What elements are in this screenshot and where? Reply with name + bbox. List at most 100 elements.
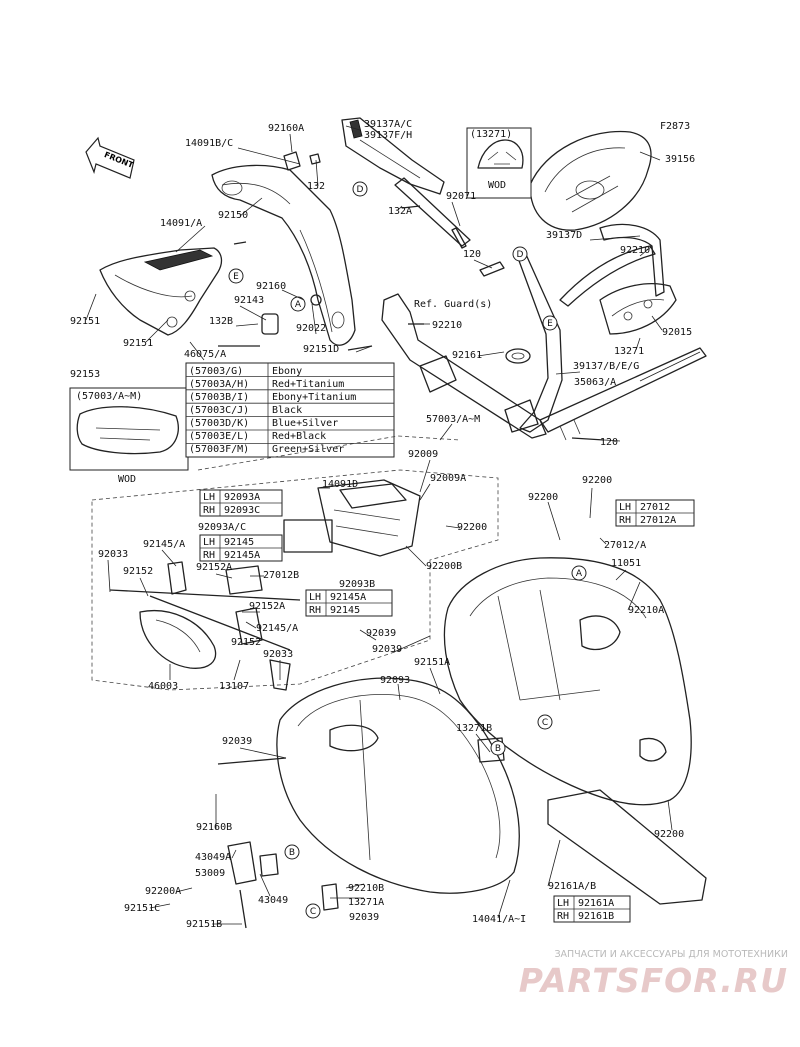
leader-line	[477, 351, 505, 357]
upper-bolts-drawing	[218, 151, 605, 441]
lr-part-number: 92145	[330, 605, 360, 616]
part-label-92033b: 92033	[263, 649, 293, 660]
leader-line	[345, 125, 361, 131]
part-label-92151a: 92151	[70, 316, 100, 327]
leader-line	[439, 423, 453, 441]
ref-guard-note: Ref. Guard(s)	[414, 299, 492, 310]
leader-line	[145, 319, 169, 343]
leader-line	[627, 581, 641, 611]
lr-part-number: 27012	[640, 502, 670, 513]
fender-bracket-drawing	[211, 164, 356, 346]
leader-line	[547, 501, 561, 541]
part-label-92015: 92015	[662, 327, 692, 338]
backrest-pad-drawing	[529, 130, 652, 231]
sissy-bar-frame-drawing	[517, 223, 677, 433]
callout-circle-e: E	[542, 315, 558, 331]
leader-line	[405, 545, 427, 567]
leader-line	[599, 537, 607, 545]
leader-line	[397, 205, 403, 211]
part-label-92150: 92150	[218, 210, 248, 221]
color-table-code: (57003C/J)	[189, 405, 249, 416]
left-bracket-drawing	[99, 247, 223, 336]
part-label-92151d: 92151D	[303, 344, 339, 355]
part-label-92200b: 92200	[457, 522, 487, 533]
color-table-code: (57003A/H)	[189, 379, 249, 390]
part-label-92039b: 92039	[372, 644, 402, 655]
lr-side: RH	[557, 911, 569, 922]
callout-circle-d: D	[352, 181, 368, 197]
callout-circle-b: B	[490, 740, 506, 756]
callout-circle-c: C	[537, 714, 553, 730]
part-label-92093ac: 92093A/C	[198, 522, 246, 533]
part-label-14091a: 14091/A	[160, 218, 202, 229]
callout-letter: C	[542, 718, 548, 728]
part-label-92151b: 92151B	[186, 919, 222, 930]
latch-plate-drawing	[283, 479, 421, 557]
leader-line	[239, 747, 287, 759]
part-label-92009: 92009	[408, 449, 438, 460]
part-label-11051: 11051	[611, 558, 641, 569]
part-label-92152ab: 92152A	[249, 601, 285, 612]
color-table-code: (57003B/I)	[189, 392, 249, 403]
leader-line	[215, 573, 233, 579]
leader-line	[315, 159, 319, 187]
part-label-35063a: 35063/A	[574, 377, 616, 388]
leader-line	[231, 849, 237, 859]
lr-side: RH	[619, 515, 631, 526]
part-label-92143: 92143	[234, 295, 264, 306]
lr-part-number: 92093C	[224, 505, 260, 516]
part-label-92210a: 92210	[620, 245, 650, 256]
callout-circle-c: C	[305, 903, 321, 919]
leader-line	[639, 351, 701, 382]
part-label-92160b: 92160B	[196, 822, 232, 833]
leader-line	[345, 883, 365, 889]
leader-line	[475, 733, 491, 753]
leader-line	[419, 483, 431, 501]
lr-part-number: 92093A	[224, 492, 260, 503]
leader-line	[355, 345, 373, 353]
leader-line	[639, 245, 653, 257]
part-label-132b: 132B	[209, 316, 233, 327]
lr-side: RH	[203, 505, 215, 516]
color-table-color: Ebony	[272, 366, 302, 377]
part-label-120b: 120	[600, 437, 618, 448]
part-label-92071: 92071	[446, 191, 476, 202]
part-label-92161ab: 92161A/B	[548, 881, 596, 892]
leader-line	[667, 799, 673, 831]
part-label-13271b: 13271B	[456, 723, 492, 734]
callout-letter: D	[357, 185, 364, 195]
part-label-92160: 92160	[256, 281, 286, 292]
callout-letter: B	[495, 744, 501, 754]
part-label-57003am: 57003/A~M	[426, 414, 480, 425]
part-label-92039c: 92039	[222, 736, 252, 747]
part-label-13107: 13107	[219, 681, 249, 692]
leader-line	[235, 323, 259, 327]
leader-line	[85, 293, 97, 321]
leader-line	[189, 341, 205, 361]
leader-line	[161, 549, 177, 567]
part-label-13271: 13271	[614, 346, 644, 357]
saddlebag-body-drawing	[443, 557, 692, 806]
front-arrow-icon: FRONT	[85, 136, 135, 179]
part-label-92152b: 92152	[231, 637, 261, 648]
leader-line	[451, 201, 461, 227]
color-table-code: (57003/G)	[189, 366, 243, 377]
callout-letter: A	[576, 569, 583, 579]
leader-line	[555, 371, 581, 375]
leader-line	[603, 439, 621, 442]
subassembly-boundary	[91, 469, 499, 691]
part-label-92161: 92161	[452, 350, 482, 361]
color-table-code: (57003E/L)	[189, 431, 249, 442]
color-table: (57003/G)Ebony(57003A/H)Red+Titanium(570…	[185, 362, 395, 458]
color-table-color: Black	[272, 405, 302, 416]
part-label-27012b: 27012B	[263, 570, 299, 581]
part-label-92009a: 92009A	[430, 473, 466, 484]
leader-line	[139, 577, 149, 597]
leader-line	[589, 487, 593, 519]
part-label-14091d: 14091D	[322, 479, 358, 490]
leader-line	[311, 303, 317, 335]
